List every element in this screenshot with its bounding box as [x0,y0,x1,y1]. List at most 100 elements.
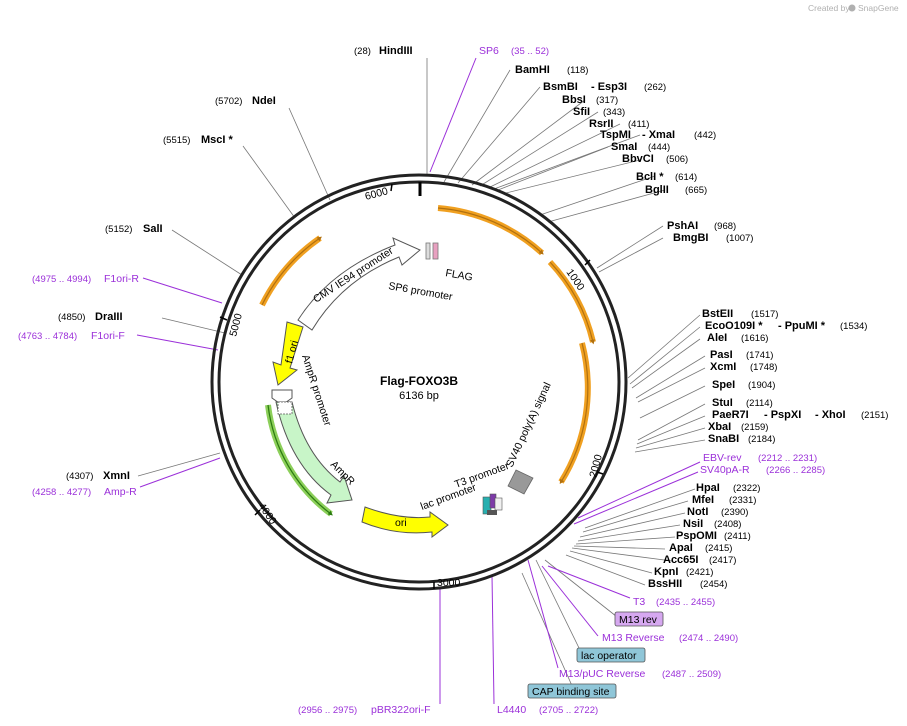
plasmid-size: 6136 bp [399,390,439,402]
primer-name: EBV-rev [703,452,742,464]
m13rev-label: M13 rev [619,614,658,626]
enzyme-name: AleI [707,332,727,344]
enzyme-name: SmaI [611,141,637,153]
primer-range: (35 .. 52) [511,46,549,57]
primer-labels: SP6 (35 .. 52) (4975 .. 4994) F1ori-R (4… [18,45,825,716]
enzyme-name: ApaI [669,542,693,554]
enzyme-pos: (2408) [714,519,741,530]
enzyme-name: - PpuMI * [778,320,826,332]
enzyme-pos: (1007) [726,233,753,244]
primer-range: (4763 .. 4784) [18,331,77,342]
enzyme-pos: (4850) [58,312,85,323]
primer-name: F1ori-R [104,273,139,285]
enzyme-pos: (2411) [724,531,751,542]
primer-range: (2212 .. 2231) [758,453,817,464]
enzyme-pos: (442) [694,130,716,141]
ampr-gene: AmpR [275,401,357,504]
tick-6000: 6000 [364,185,390,203]
backbone [210,173,628,591]
enzyme-pos: (2159) [741,422,768,433]
enzyme-pos: (444) [648,142,670,153]
enzyme-pos: (1741) [746,350,773,361]
enzyme-name: SfiI [573,106,590,118]
enzyme-pos: (2421) [686,567,713,578]
enzyme-name: EcoO109I * [705,320,763,332]
orf-arcs [259,205,596,517]
enzyme-name: XbaI [708,421,731,433]
flag-label: FLAG [444,267,473,284]
enzyme-pos: (5515) [163,135,190,146]
primer-name: F1ori-F [91,330,125,342]
lac-operator-label: lac operator [581,650,637,662]
enzyme-pos: (2322) [733,483,760,494]
f1ori-label: f1 ori [283,339,301,365]
leader-lines [137,58,706,689]
enzyme-name: BstEII [702,308,733,320]
sp6-promoter-label: SP6 promoter [387,280,453,303]
enzyme-name: XcmI [710,361,736,373]
enzyme-name: NsiI [683,518,703,530]
enzyme-pos: (5702) [215,96,242,107]
enzyme-pos: (411) [628,119,649,130]
credit-brand: SnapGene [858,3,899,13]
enzyme-pos: (665) [685,185,707,196]
enzyme-name: PspOMI [676,530,717,542]
primer-name: SV40pA-R [700,464,750,476]
enzyme-pos: (968) [714,221,736,232]
primer-range: (2435 .. 2455) [656,597,715,608]
enzyme-name: KpnI [654,566,678,578]
scale-ticks [219,183,604,589]
enzyme-pos: (2390) [721,507,748,518]
enzyme-labels: (28) HindIII (5702) NdeI (5515) MscI * (… [58,45,888,590]
enzyme-pos: (262) [644,82,666,93]
primer-name: SP6 [479,45,499,57]
cap-binding-label: CAP binding site [532,686,610,698]
enzyme-name: BclI * [636,171,664,183]
primer-range: (2956 .. 2975) [298,705,357,716]
snapgene-logo-icon [848,4,856,12]
primer-name: pBR322ori-F [371,704,431,716]
primer-name: M13/pUC Reverse [559,668,646,680]
enzyme-name: RsrII [589,118,613,130]
sv40-label: SV40 poly(A) signal [504,381,554,470]
enzyme-pos: (5152) [105,224,132,235]
tick-2000: 2000 [587,453,605,479]
primer-name: M13 Reverse [602,632,665,644]
primer-range: (4975 .. 4994) [32,274,91,285]
enzyme-name: NdeI [252,95,276,107]
enzyme-pos: (1748) [750,362,777,373]
f1-ori: f1 ori [272,321,304,386]
enzyme-name: Acc65I [663,554,698,566]
enzyme-name: BglII [645,184,669,196]
enzyme-pos: (614) [675,172,697,183]
enzyme-name: TspMI [600,129,631,141]
tick-5000: 5000 [227,312,245,338]
enzyme-pos: (2184) [748,434,775,445]
lac-promoter-label: lac promoter [419,481,478,512]
enzyme-name: - XhoI [815,409,846,421]
enzyme-name: XmnI [103,470,130,482]
enzyme-pos: (1534) [840,321,867,332]
enzyme-name: DraIII [95,311,123,323]
enzyme-name: BsmBI [543,81,578,93]
ori-feature: ori [361,506,449,538]
enzyme-name: BbvCI [622,153,654,165]
enzyme-name: HindIII [379,45,413,57]
enzyme-pos: (2151) [861,410,888,421]
enzyme-pos: (118) [567,65,588,76]
enzyme-pos: (506) [666,154,688,165]
enzyme-name: StuI [712,397,733,409]
enzyme-name: - PspXI [764,409,801,421]
snapgene-credit: Created by SnapGene [808,3,899,13]
ori-label: ori [395,517,407,529]
primer-name: L4440 [497,704,526,716]
enzyme-pos: (2415) [705,543,732,554]
boxed-features: M13 rev lac operator CAP binding site [527,611,664,699]
enzyme-name: BmgBI [673,232,708,244]
enzyme-name: BbsI [562,94,586,106]
enzyme-name: NotI [687,506,708,518]
plasmid-name: Flag-FOXO3B [380,374,458,388]
enzyme-pos: (2114) [746,398,773,409]
primer-range: (2474 .. 2490) [679,633,738,644]
